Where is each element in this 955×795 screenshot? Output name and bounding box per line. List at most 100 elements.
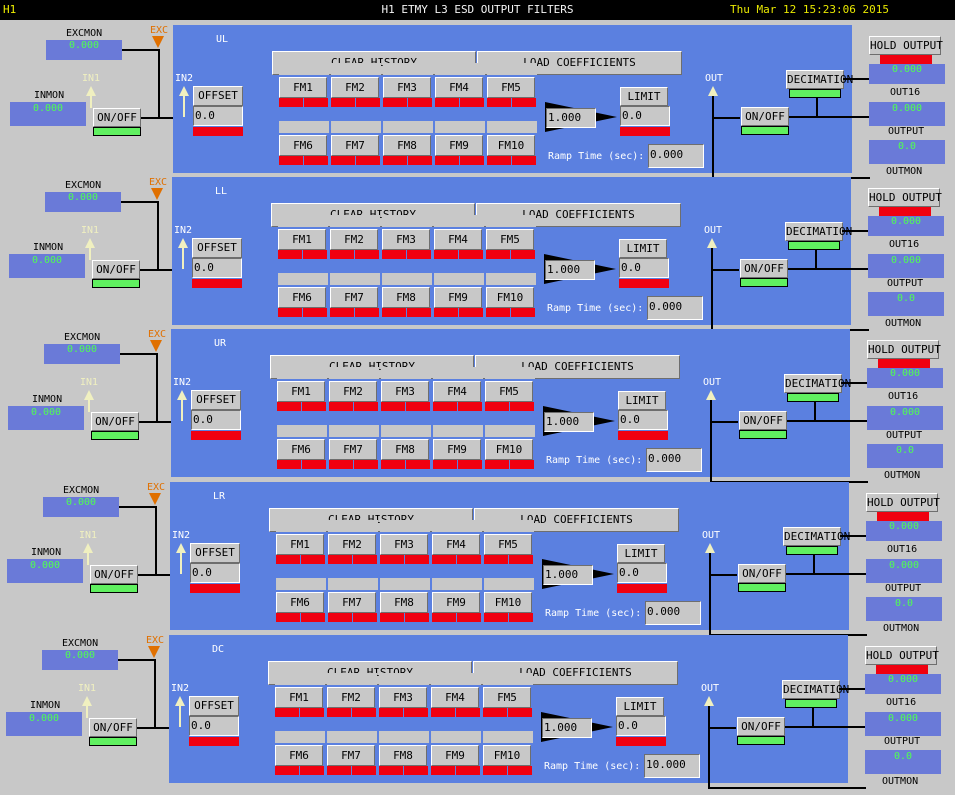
- fm1-button[interactable]: FM1: [279, 77, 327, 98]
- fm6-button[interactable]: FM6: [277, 439, 325, 460]
- fm5-button[interactable]: FM5: [487, 77, 535, 98]
- fm10-button[interactable]: FM10: [484, 592, 532, 613]
- limit-input[interactable]: 0.0: [616, 716, 666, 736]
- fm9-button[interactable]: FM9: [433, 439, 481, 460]
- limit-button[interactable]: LIMIT: [616, 697, 664, 716]
- fm7-button[interactable]: FM7: [328, 592, 376, 613]
- fm7-button[interactable]: FM7: [329, 439, 377, 460]
- ramp-time-input[interactable]: 0.000: [647, 296, 703, 320]
- fm10-button[interactable]: FM10: [483, 745, 531, 766]
- fm2-button[interactable]: FM2: [329, 381, 377, 402]
- ramp-time-input[interactable]: 0.000: [645, 601, 701, 625]
- hold-output-button[interactable]: HOLD OUTPUT: [865, 646, 939, 665]
- offset-button[interactable]: OFFSET: [192, 238, 242, 258]
- decimation-button[interactable]: DECIMATION: [783, 527, 850, 546]
- fm7-button[interactable]: FM7: [331, 135, 379, 156]
- fm1-button[interactable]: FM1: [276, 534, 324, 555]
- fm1-button[interactable]: FM1: [275, 687, 323, 708]
- fm10-button[interactable]: FM10: [487, 135, 535, 156]
- input-on-off-button[interactable]: ON/OFF: [89, 718, 137, 737]
- input-on-off-button[interactable]: ON/OFF: [93, 108, 141, 127]
- fm8-button[interactable]: FM8: [382, 287, 430, 308]
- fm3-button[interactable]: FM3: [382, 229, 430, 250]
- hold-output-button[interactable]: HOLD OUTPUT: [866, 493, 940, 512]
- fm8-button[interactable]: FM8: [383, 135, 431, 156]
- ramp-time-input[interactable]: 10.000: [644, 754, 700, 778]
- fm6-button[interactable]: FM6: [279, 135, 327, 156]
- fm4-button[interactable]: FM4: [434, 229, 482, 250]
- limit-input[interactable]: 0.0: [620, 106, 670, 126]
- fm1-button[interactable]: FM1: [277, 381, 325, 402]
- decimation-button[interactable]: DECIMATION: [786, 70, 853, 89]
- fm9-button[interactable]: FM9: [432, 592, 480, 613]
- offset-input[interactable]: 0.0: [191, 410, 241, 430]
- fm8-button[interactable]: FM8: [381, 439, 429, 460]
- gain-input[interactable]: 1.000: [544, 412, 594, 432]
- offset-button[interactable]: OFFSET: [190, 543, 240, 563]
- fm2-button[interactable]: FM2: [331, 77, 379, 98]
- decimation-button[interactable]: DECIMATION: [782, 680, 849, 699]
- output-on-off-button[interactable]: ON/OFF: [737, 717, 785, 736]
- limit-button[interactable]: LIMIT: [618, 391, 666, 410]
- limit-button[interactable]: LIMIT: [619, 239, 667, 258]
- fm5-button[interactable]: FM5: [485, 381, 533, 402]
- offset-input[interactable]: 0.0: [189, 716, 239, 736]
- offset-button[interactable]: OFFSET: [189, 696, 239, 716]
- limit-button[interactable]: LIMIT: [617, 544, 665, 563]
- fm4-button[interactable]: FM4: [433, 381, 481, 402]
- fm3-button[interactable]: FM3: [381, 381, 429, 402]
- fm2-button[interactable]: FM2: [330, 229, 378, 250]
- fm4-button[interactable]: FM4: [431, 687, 479, 708]
- limit-input[interactable]: 0.0: [617, 563, 667, 583]
- limit-input[interactable]: 0.0: [618, 410, 668, 430]
- offset-input[interactable]: 0.0: [190, 563, 240, 583]
- fm2-button[interactable]: FM2: [327, 687, 375, 708]
- hold-output-button[interactable]: HOLD OUTPUT: [867, 340, 941, 359]
- hold-output-button[interactable]: HOLD OUTPUT: [869, 36, 943, 55]
- gain-input[interactable]: 1.000: [546, 108, 596, 128]
- fm2-button[interactable]: FM2: [328, 534, 376, 555]
- fm9-button[interactable]: FM9: [435, 135, 483, 156]
- offset-button[interactable]: OFFSET: [191, 390, 241, 410]
- fm6-button[interactable]: FM6: [276, 592, 324, 613]
- gain-input[interactable]: 1.000: [542, 718, 592, 738]
- fm5-button[interactable]: FM5: [484, 534, 532, 555]
- fm7-button[interactable]: FM7: [327, 745, 375, 766]
- fm3-button[interactable]: FM3: [383, 77, 431, 98]
- offset-input[interactable]: 0.0: [192, 258, 242, 278]
- fm5-button[interactable]: FM5: [486, 229, 534, 250]
- fm6-button[interactable]: FM6: [278, 287, 326, 308]
- gain-input[interactable]: 1.000: [543, 565, 593, 585]
- fm10-button[interactable]: FM10: [486, 287, 534, 308]
- input-on-off-button[interactable]: ON/OFF: [90, 565, 138, 584]
- hold-output-button[interactable]: HOLD OUTPUT: [868, 188, 942, 207]
- fm3-button[interactable]: FM3: [380, 534, 428, 555]
- offset-input[interactable]: 0.0: [193, 106, 243, 126]
- decimation-button[interactable]: DECIMATION: [784, 374, 851, 393]
- output-on-off-button[interactable]: ON/OFF: [740, 259, 788, 278]
- fm9-button[interactable]: FM9: [434, 287, 482, 308]
- fm9-button[interactable]: FM9: [431, 745, 479, 766]
- offset-button[interactable]: OFFSET: [193, 86, 243, 106]
- fm6-button[interactable]: FM6: [275, 745, 323, 766]
- fm4-button[interactable]: FM4: [432, 534, 480, 555]
- fm8-button[interactable]: FM8: [380, 592, 428, 613]
- fm1-button[interactable]: FM1: [278, 229, 326, 250]
- ramp-time-input[interactable]: 0.000: [646, 448, 702, 472]
- output-on-off-button[interactable]: ON/OFF: [738, 564, 786, 583]
- output-on-off-button[interactable]: ON/OFF: [741, 107, 789, 126]
- limit-input[interactable]: 0.0: [619, 258, 669, 278]
- fm4-button[interactable]: FM4: [435, 77, 483, 98]
- limit-button[interactable]: LIMIT: [620, 87, 668, 106]
- fm5-button[interactable]: FM5: [483, 687, 531, 708]
- ramp-time-input[interactable]: 0.000: [648, 144, 704, 168]
- fm3-button[interactable]: FM3: [379, 687, 427, 708]
- input-on-off-button[interactable]: ON/OFF: [92, 260, 140, 279]
- output-on-off-button[interactable]: ON/OFF: [739, 411, 787, 430]
- input-on-off-button[interactable]: ON/OFF: [91, 412, 139, 431]
- decimation-button[interactable]: DECIMATION: [785, 222, 852, 241]
- gain-input[interactable]: 1.000: [545, 260, 595, 280]
- fm10-button[interactable]: FM10: [485, 439, 533, 460]
- fm8-button[interactable]: FM8: [379, 745, 427, 766]
- fm7-button[interactable]: FM7: [330, 287, 378, 308]
